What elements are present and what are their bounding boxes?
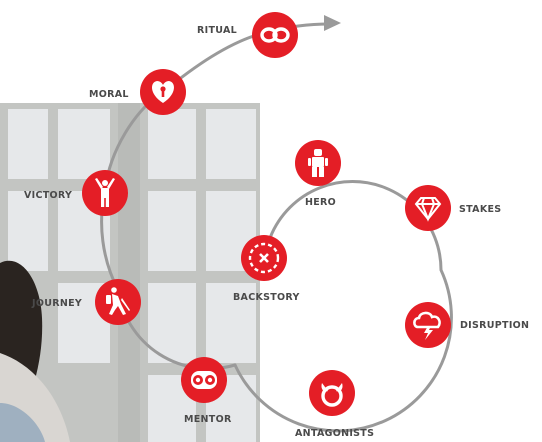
node-victory[interactable] — [82, 170, 128, 216]
label-backstory: BACKSTORY — [233, 292, 300, 303]
devil-horns-icon — [321, 383, 343, 407]
person-arms-raised-icon — [95, 178, 115, 207]
node-ritual[interactable] — [252, 12, 298, 58]
hiker-icon — [106, 287, 130, 315]
label-journey: JOURNEY — [32, 298, 83, 309]
infinity-icon — [260, 27, 290, 43]
heart-keyhole-icon — [152, 81, 174, 103]
figure-icon — [308, 149, 328, 177]
label-disruption: DISRUPTION — [460, 320, 530, 331]
arrowhead-icon — [324, 15, 341, 31]
node-mentor[interactable] — [181, 357, 227, 403]
node-hero[interactable] — [295, 140, 341, 186]
owl-eyes-icon — [191, 371, 217, 389]
storm-cloud-lightning-icon — [413, 311, 441, 340]
node-moral[interactable] — [140, 69, 186, 115]
node-backstory[interactable] — [241, 235, 287, 281]
background-photo — [0, 103, 260, 442]
label-antagonists: ANTAGONISTS — [295, 428, 375, 439]
label-hero: HERO — [305, 197, 337, 208]
label-victory: VICTORY — [24, 190, 73, 201]
node-disruption[interactable] — [405, 302, 451, 348]
label-ritual: RITUAL — [197, 25, 237, 36]
node-antagonists[interactable] — [309, 370, 355, 416]
treasure-map-icon — [248, 242, 280, 274]
label-moral: MORAL — [89, 89, 129, 100]
label-mentor: MENTOR — [184, 414, 232, 425]
node-stakes[interactable] — [405, 185, 451, 231]
label-stakes: STAKES — [459, 204, 502, 215]
diamond-icon — [414, 197, 442, 222]
node-journey[interactable] — [95, 279, 141, 325]
